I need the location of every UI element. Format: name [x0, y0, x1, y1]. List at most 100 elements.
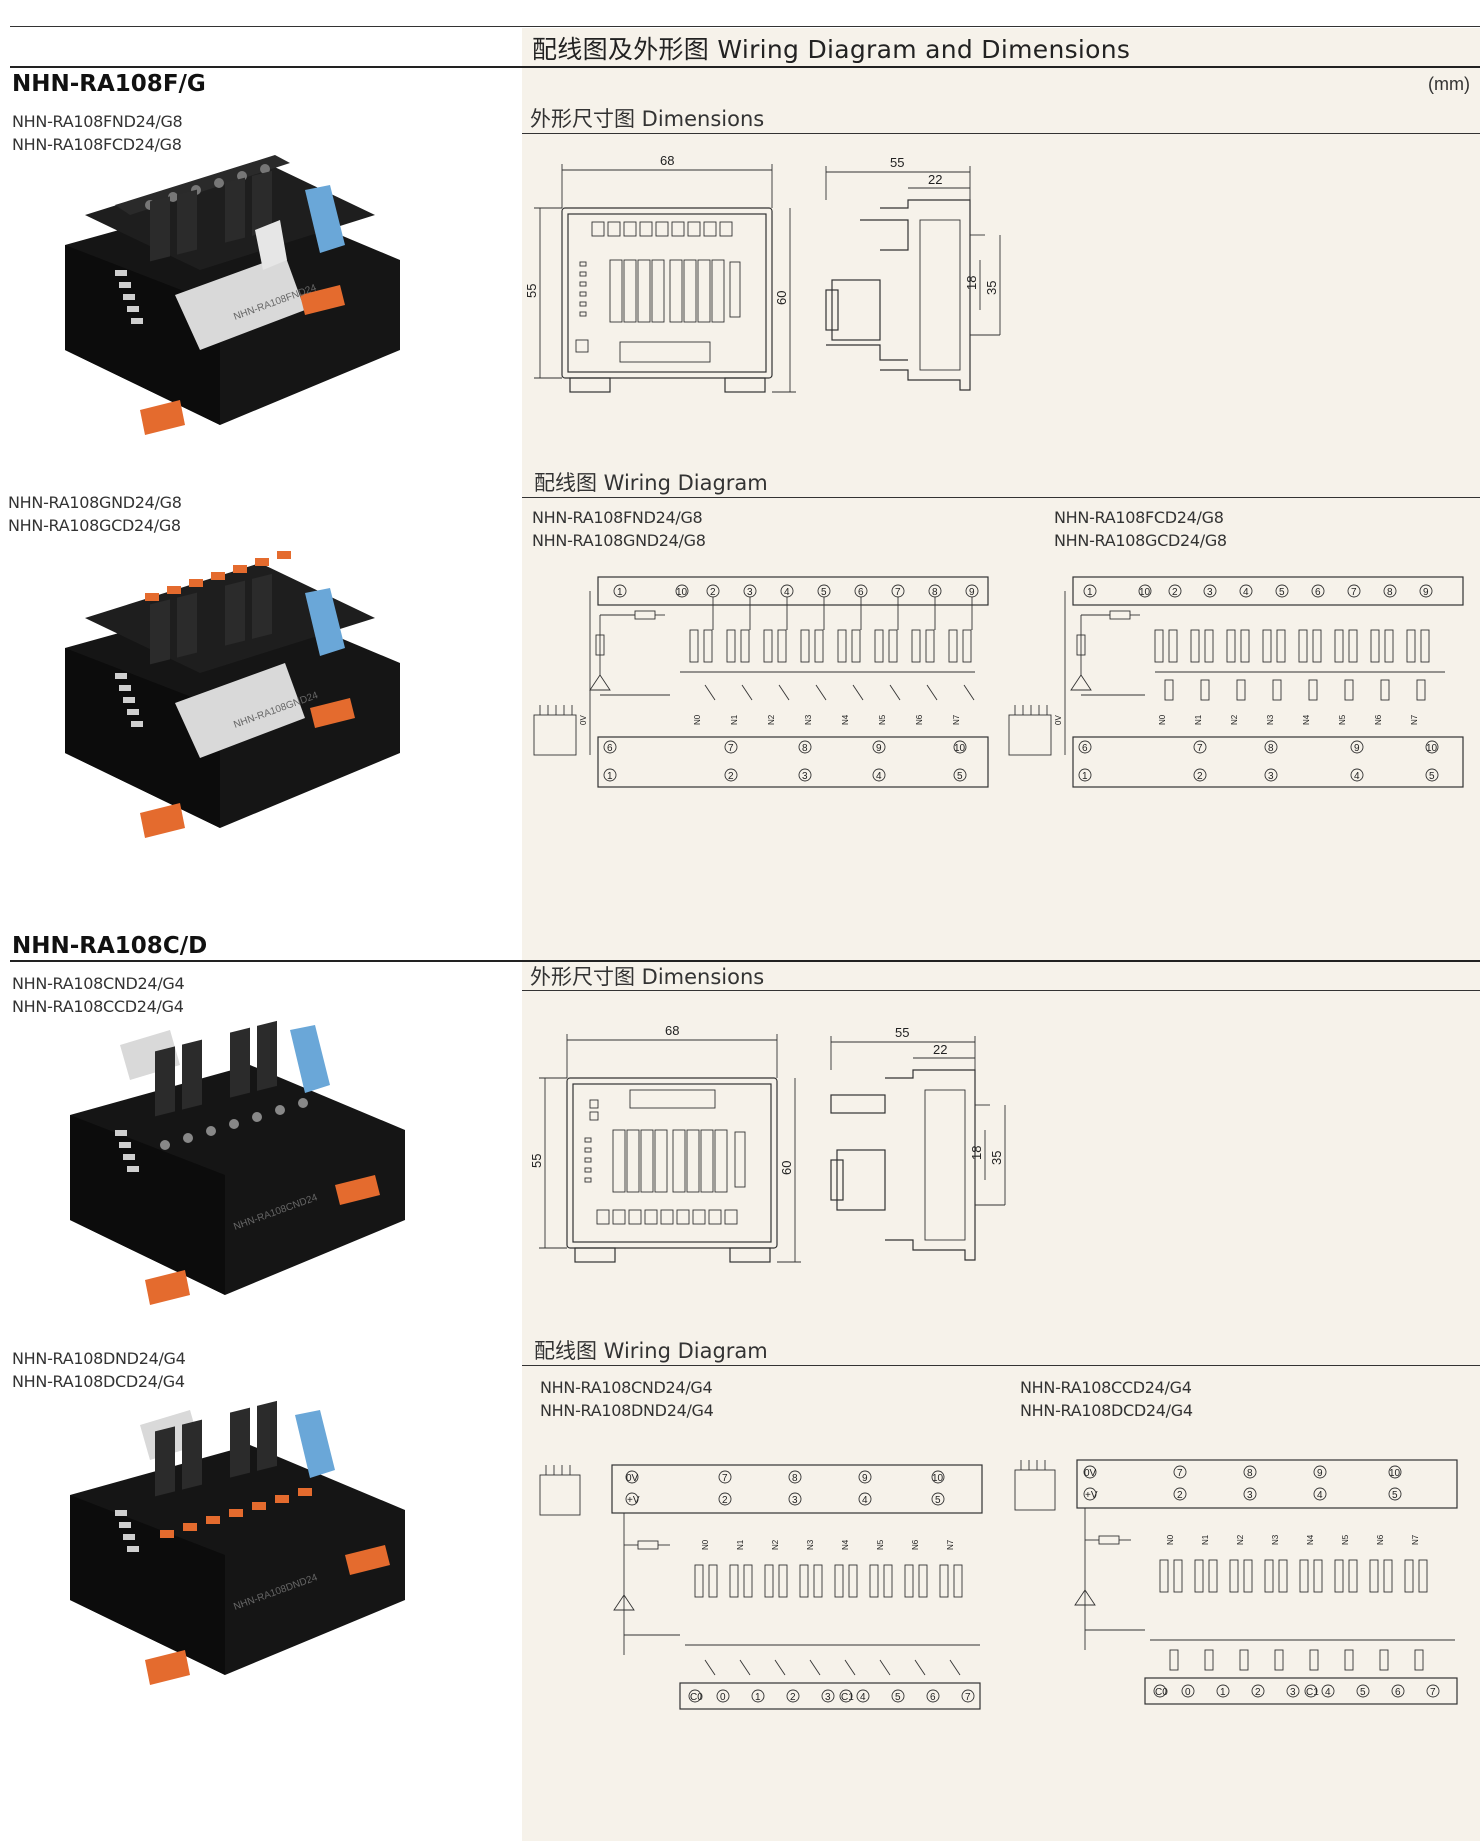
- svg-text:N7: N7: [952, 714, 961, 725]
- top-rule: [10, 26, 1480, 27]
- svg-text:5: 5: [957, 771, 963, 782]
- svg-text:9: 9: [1423, 587, 1429, 598]
- svg-text:N7: N7: [1410, 714, 1419, 725]
- svg-text:N4: N4: [1306, 1534, 1315, 1545]
- product-models-dnd: NHN-RA108DND24/G4 NHN-RA108DCD24/G4: [12, 1349, 186, 1391]
- wiring-title-cd: 配线图 Wiring Diagram: [534, 1339, 768, 1363]
- dimensions-title-fg: 外形尺寸图 Dimensions: [530, 107, 765, 131]
- svg-text:22: 22: [928, 172, 942, 187]
- dimensions-title-cd: 外形尺寸图 Dimensions: [530, 965, 765, 989]
- wiring-models-fg-pnp: NHN-RA108FCD24/G8 NHN-RA108GCD24/G8: [1054, 508, 1227, 550]
- svg-text:8: 8: [1247, 1468, 1253, 1479]
- svg-text:3: 3: [1290, 1687, 1296, 1698]
- svg-text:18: 18: [964, 276, 979, 290]
- svg-text:2: 2: [1197, 771, 1203, 782]
- series-title-cd: NHN-RA108C/D: [12, 933, 208, 959]
- svg-text:5: 5: [1279, 587, 1285, 598]
- product-models-gnd: NHN-RA108GND24/G8 NHN-RA108GCD24/G8: [8, 493, 182, 535]
- dimensions-rule-cd: [522, 990, 1480, 991]
- svg-text:+V: +V: [627, 1495, 640, 1506]
- series-title-fg: NHN-RA108F/G: [12, 71, 206, 97]
- svg-text:7: 7: [1351, 587, 1357, 598]
- svg-text:7: 7: [722, 1473, 728, 1484]
- svg-text:N5: N5: [876, 1539, 885, 1550]
- svg-text:N1: N1: [1194, 714, 1203, 725]
- svg-text:0V: 0V: [579, 715, 588, 725]
- svg-text:N0: N0: [1158, 714, 1167, 725]
- svg-text:N6: N6: [915, 714, 924, 725]
- svg-text:6: 6: [930, 1692, 936, 1703]
- svg-text:4: 4: [784, 587, 790, 598]
- svg-text:1: 1: [617, 587, 623, 598]
- svg-text:5: 5: [935, 1495, 941, 1506]
- dimensions-rule-fg: [522, 133, 1480, 134]
- wiring-models-fg-npn: NHN-RA108FND24/G8 NHN-RA108GND24/G8: [532, 508, 706, 550]
- svg-text:9: 9: [969, 587, 975, 598]
- svg-text:N4: N4: [841, 1539, 850, 1550]
- svg-text:9: 9: [876, 743, 882, 754]
- product-models-fnd: NHN-RA108FND24/G8 NHN-RA108FCD24/G8: [12, 112, 183, 154]
- svg-text:N2: N2: [1236, 1534, 1245, 1545]
- svg-text:35: 35: [989, 1151, 1004, 1165]
- svg-text:7: 7: [1177, 1468, 1183, 1479]
- svg-text:N0: N0: [701, 1539, 710, 1550]
- svg-text:3: 3: [802, 771, 808, 782]
- svg-text:9: 9: [1317, 1468, 1323, 1479]
- svg-text:N2: N2: [767, 714, 776, 725]
- svg-text:N2: N2: [1230, 714, 1239, 725]
- svg-text:68: 68: [665, 1023, 679, 1038]
- svg-text:9: 9: [862, 1473, 868, 1484]
- svg-text:8: 8: [1268, 743, 1274, 754]
- svg-text:3: 3: [792, 1495, 798, 1506]
- wiring-models-cd-pnp: NHN-RA108CCD24/G4 NHN-RA108DCD24/G4: [1020, 1378, 1193, 1420]
- svg-text:N4: N4: [841, 714, 850, 725]
- svg-text:C0: C0: [1155, 1687, 1168, 1698]
- svg-text:35: 35: [984, 281, 999, 295]
- svg-text:C1: C1: [841, 1692, 854, 1703]
- page-title: 配线图及外形图 Wiring Diagram and Dimensions: [532, 35, 1131, 64]
- svg-text:7: 7: [895, 587, 901, 598]
- svg-text:4: 4: [862, 1495, 868, 1506]
- svg-text:10: 10: [932, 1473, 944, 1484]
- header-rule: [10, 66, 1480, 68]
- wiring-rule-fg: [522, 497, 1480, 498]
- svg-text:5: 5: [1392, 1490, 1398, 1501]
- svg-text:7: 7: [1430, 1687, 1436, 1698]
- dimension-side-view-cd: 55 22 18 35: [830, 1025, 1006, 1261]
- svg-text:4: 4: [1325, 1687, 1331, 1698]
- svg-text:N7: N7: [1411, 1534, 1420, 1545]
- svg-text:0V: 0V: [1084, 1468, 1097, 1479]
- svg-text:2: 2: [1255, 1687, 1261, 1698]
- svg-text:1: 1: [755, 1692, 761, 1703]
- product-image-dnd: NHN-RA108DND24: [70, 1400, 405, 1685]
- svg-text:4: 4: [860, 1692, 866, 1703]
- svg-text:N6: N6: [1376, 1534, 1385, 1545]
- svg-text:3: 3: [747, 587, 753, 598]
- svg-text:55: 55: [890, 155, 904, 170]
- diagram-panel: [522, 28, 1480, 1841]
- svg-text:8: 8: [792, 1473, 798, 1484]
- svg-text:3: 3: [1268, 771, 1274, 782]
- svg-text:N2: N2: [771, 1539, 780, 1550]
- product-image-gnd: NHN-RA108GND24: [65, 551, 400, 838]
- svg-text:10: 10: [1426, 743, 1438, 754]
- svg-text:N0: N0: [693, 714, 702, 725]
- svg-text:10: 10: [1139, 587, 1151, 598]
- wiring-rule-cd: [522, 1365, 1480, 1366]
- svg-text:N3: N3: [804, 714, 813, 725]
- svg-text:6: 6: [607, 743, 613, 754]
- svg-text:C0: C0: [690, 1692, 703, 1703]
- svg-text:5: 5: [1360, 1687, 1366, 1698]
- product-image-fnd: NHN-RA108FND24: [65, 155, 400, 435]
- svg-text:6: 6: [1082, 743, 1088, 754]
- svg-text:0: 0: [1185, 1687, 1191, 1698]
- svg-text:4: 4: [1354, 771, 1360, 782]
- svg-text:0V: 0V: [626, 1473, 639, 1484]
- svg-text:4: 4: [1317, 1490, 1323, 1501]
- svg-text:7: 7: [728, 743, 734, 754]
- svg-text:1: 1: [1082, 771, 1088, 782]
- svg-text:60: 60: [779, 1161, 794, 1175]
- svg-text:3: 3: [1247, 1490, 1253, 1501]
